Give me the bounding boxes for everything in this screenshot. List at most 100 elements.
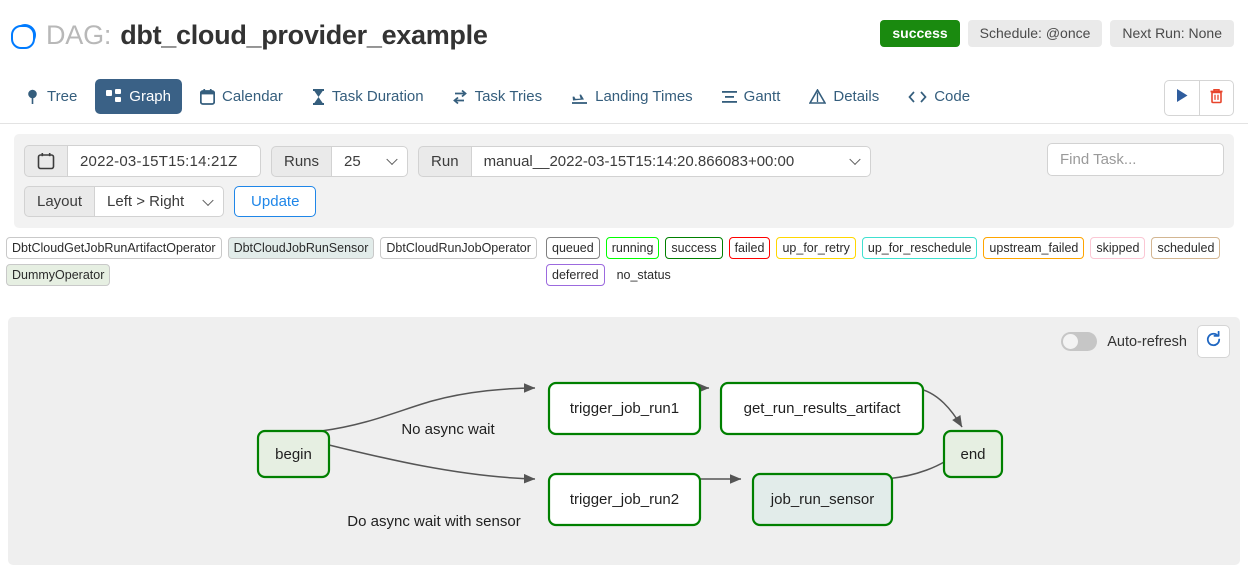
tab-details[interactable]: Details (798, 79, 890, 114)
calendar-icon (200, 88, 215, 105)
runs-select[interactable]: 25 (331, 145, 409, 177)
auto-refresh-toggle[interactable] (1061, 332, 1098, 351)
tab-calendar[interactable]: Calendar (189, 79, 294, 114)
tab-graph[interactable]: Graph (95, 79, 182, 114)
auto-refresh-label: Auto-refresh (1107, 333, 1187, 350)
view-tabs: Tree Graph Calendar Task Duration Task T… (0, 70, 1248, 124)
tab-task-tries-label: Task Tries (474, 88, 543, 105)
legend-state-running: running (605, 237, 660, 260)
legend-state-failed: failed (728, 237, 771, 260)
schedule-badge[interactable]: Schedule: @once (967, 20, 1103, 47)
tab-landing-times-label: Landing Times (595, 88, 693, 105)
tree-icon (25, 89, 40, 105)
status-badge: success (880, 20, 960, 47)
update-button[interactable]: Update (234, 186, 317, 217)
node-end[interactable]: end (942, 429, 1004, 479)
edge-label-no-async-wait: No async wait (401, 421, 495, 438)
run-label: Run (418, 145, 471, 177)
layout-label: Layout (24, 186, 95, 217)
filter-row-layout: Layout Left > Right Update (24, 186, 1224, 217)
legend-state-queued: queued (546, 237, 600, 260)
find-task-input[interactable]: Find Task... (1047, 143, 1224, 176)
legend-operator-chip: DummyOperator (6, 264, 111, 287)
next-run-badge: Next Run: None (1110, 20, 1234, 47)
delete-dag-button[interactable] (1199, 81, 1233, 115)
node-label: job_run_sensor (770, 491, 874, 508)
tab-graph-label: Graph (129, 88, 171, 105)
runs-group: Runs 25 (271, 145, 409, 177)
legend-state-deferred: deferred (546, 264, 605, 287)
run-select[interactable]: manual__2022-03-15T15:14:20.866083+00:00 (470, 145, 871, 177)
legend-state-skipped: skipped (1090, 237, 1146, 260)
tab-gantt[interactable]: Gantt (711, 79, 792, 114)
tab-task-tries[interactable]: Task Tries (442, 79, 554, 114)
tab-landing-times[interactable]: Landing Times (560, 79, 704, 114)
edge-label-async-wait-sensor: Do async wait with sensor (347, 513, 520, 530)
legend-state-no-status: no_status (616, 268, 671, 283)
runs-label: Runs (271, 145, 332, 177)
code-icon (908, 90, 927, 104)
filter-panel: 2022-03-15T15:14:21Z Runs 25 Run manual_… (14, 134, 1234, 228)
page-header: DAG: dbt_cloud_provider_example success … (0, 0, 1248, 70)
calendar-small-icon (37, 152, 55, 170)
node-trigger-job-run2[interactable]: trigger_job_run2 (547, 472, 702, 527)
tab-code[interactable]: Code (897, 79, 981, 114)
node-begin[interactable]: begin (256, 429, 331, 479)
execution-date-group: 2022-03-15T15:14:21Z (24, 145, 261, 177)
tab-task-duration[interactable]: Task Duration (301, 79, 435, 114)
edge-begin-to-trigger2 (320, 442, 536, 484)
legend-operator-chip: DbtCloudGetJobRunArtifactOperator (6, 237, 222, 260)
tab-gantt-label: Gantt (743, 88, 781, 105)
tab-task-duration-label: Task Duration (331, 88, 424, 105)
graph-nodes: begin trigger_job_run1 get_run_results_a… (256, 381, 1004, 527)
legend-state-up-for-retry: up_for_retry (776, 237, 856, 260)
refresh-button[interactable] (1197, 325, 1230, 358)
retry-icon (452, 89, 468, 105)
edge-begin-to-trigger1 (320, 383, 536, 432)
tab-tree-label: Tree (47, 88, 78, 105)
trigger-dag-button[interactable] (1165, 81, 1199, 115)
tab-details-label: Details (833, 88, 880, 105)
graph-icon (106, 89, 122, 104)
node-trigger-job-run1[interactable]: trigger_job_run1 (547, 381, 702, 436)
legend-state-success: success (665, 237, 723, 260)
legend-operators: DbtCloudGetJobRunArtifactOperator DbtClo… (6, 237, 546, 291)
legend-state-scheduled: scheduled (1151, 237, 1221, 260)
graph-edge-labels: No async wait Do async wait with sensor (347, 421, 520, 530)
dag-action-buttons (1164, 80, 1234, 116)
legend-operator-chip: DbtCloudJobRunSensor (227, 237, 375, 260)
calendar-picker-button[interactable] (24, 145, 67, 177)
trash-icon (1209, 88, 1224, 109)
tab-code-label: Code (934, 88, 971, 105)
execution-date-input[interactable]: 2022-03-15T15:14:21Z (67, 145, 261, 177)
landing-icon (571, 89, 588, 105)
node-label: trigger_job_run1 (570, 400, 679, 417)
page-title: dbt_cloud_provider_example (120, 19, 488, 50)
legend: DbtCloudGetJobRunArtifactOperator DbtClo… (0, 228, 1248, 297)
graph-canvas-panel: Auto-refresh (8, 317, 1240, 565)
tab-calendar-label: Calendar (222, 88, 283, 105)
layout-select[interactable]: Left > Right (94, 186, 225, 217)
hourglass-icon (312, 88, 325, 105)
dag-pause-toggle[interactable] (11, 24, 36, 49)
run-group: Run manual__2022-03-15T15:14:20.866083+0… (418, 145, 871, 177)
dag-graph[interactable]: begin trigger_job_run1 get_run_results_a… (8, 317, 1240, 565)
graph-toolbar: Auto-refresh (1061, 325, 1230, 358)
warning-icon (809, 89, 827, 104)
node-label: end (960, 446, 985, 463)
dag-prefix-label: DAG: (46, 19, 112, 50)
header-badges: success Schedule: @once Next Run: None (880, 20, 1234, 47)
play-icon (1175, 88, 1189, 108)
filter-row-primary: 2022-03-15T15:14:21Z Runs 25 Run manual_… (24, 143, 1224, 177)
legend-state-up-for-reschedule: up_for_reschedule (861, 237, 978, 260)
tab-tree[interactable]: Tree (14, 79, 88, 114)
legend-state-upstream-failed: upstream_failed (983, 237, 1085, 260)
refresh-icon (1205, 330, 1222, 353)
node-label: trigger_job_run2 (570, 491, 679, 508)
layout-group: Layout Left > Right (24, 186, 225, 217)
node-label: get_run_results_artifact (744, 400, 902, 417)
node-label: begin (275, 446, 312, 463)
node-job-run-sensor[interactable]: job_run_sensor (751, 472, 894, 527)
legend-states: queued running success failed up_for_ret… (546, 237, 1242, 291)
node-get-run-results-artifact[interactable]: get_run_results_artifact (719, 381, 925, 436)
